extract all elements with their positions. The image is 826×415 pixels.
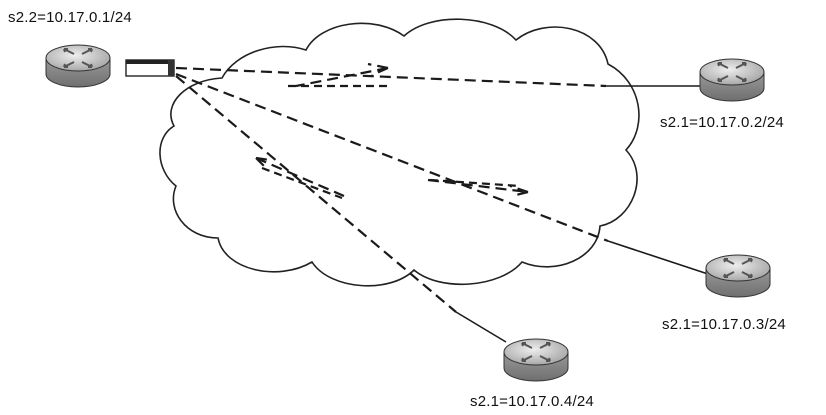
hub-router-icon[interactable]	[45, 44, 111, 88]
spoke-router-3-icon[interactable]	[503, 338, 569, 382]
spoke-1-label: s2.1=10.17.0.2/24	[660, 114, 784, 131]
spoke-router-1-icon[interactable]	[699, 58, 765, 102]
pvc-arrow-3	[255, 156, 345, 198]
access-line-spoke-3	[455, 311, 507, 343]
pvc-to-spoke-3	[175, 75, 457, 313]
pvc-to-spoke-2	[175, 72, 609, 243]
pvc-arrow-1	[295, 62, 389, 88]
network-cloud	[159, 18, 640, 287]
access-line-spoke-2	[607, 240, 709, 275]
pvc-to-spoke-1	[175, 66, 607, 88]
pvc-arrow-3b	[261, 166, 343, 200]
pvc-arrow-2	[427, 178, 529, 198]
spoke-3-label: s2.1=10.17.0.4/24	[470, 393, 594, 410]
spoke-2-label: s2.1=10.17.0.3/24	[662, 316, 786, 333]
hub-label: s2.2=10.17.0.1/24	[8, 9, 132, 26]
spoke-router-2-icon[interactable]	[705, 254, 771, 298]
pvc-arrow-2b	[429, 178, 521, 188]
